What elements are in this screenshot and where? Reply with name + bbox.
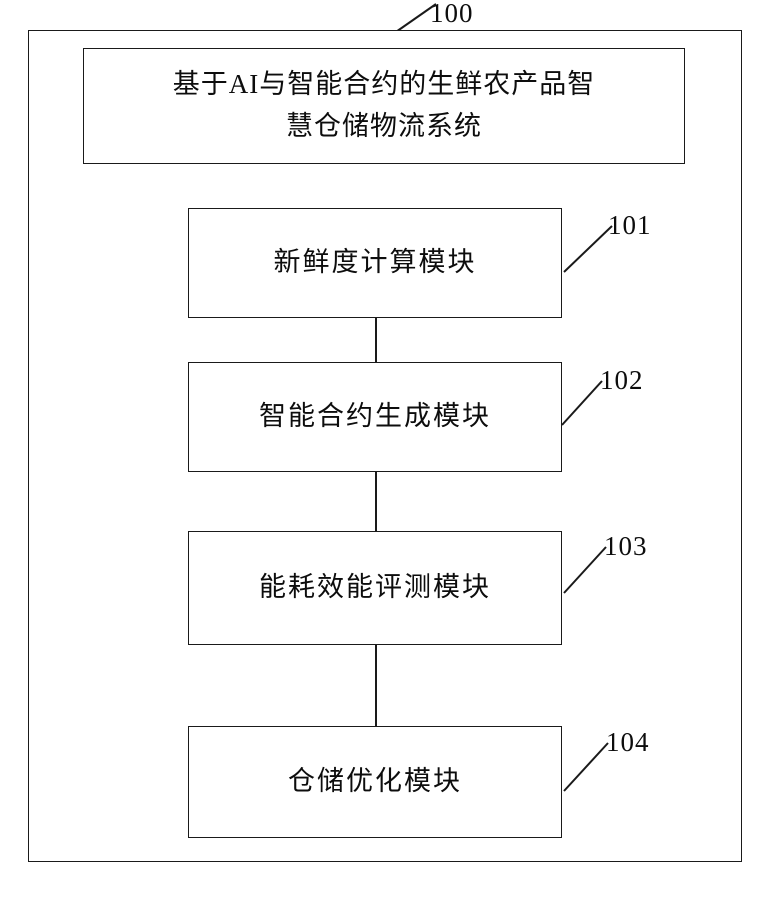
module-box-101: 新鲜度计算模块 bbox=[188, 208, 562, 318]
connector-101-to-102 bbox=[375, 318, 377, 362]
module-box-104: 仓储优化模块 bbox=[188, 726, 562, 838]
reference-numeral-102: 102 bbox=[600, 365, 644, 395]
reference-numeral-103: 103 bbox=[604, 531, 648, 561]
module-box-102: 智能合约生成模块 bbox=[188, 362, 562, 472]
system-title-text: 基于AI与智能合约的生鲜农产品智 慧仓储物流系统 bbox=[172, 69, 596, 141]
reference-numeral-100: 100 bbox=[430, 0, 474, 28]
module-103-label: 能耗效能评测模块 bbox=[259, 572, 491, 603]
module-101-label: 新鲜度计算模块 bbox=[273, 247, 477, 278]
module-102-label: 智能合约生成模块 bbox=[259, 401, 491, 432]
module-box-103: 能耗效能评测模块 bbox=[188, 531, 562, 645]
reference-numeral-104: 104 bbox=[606, 727, 650, 757]
system-title-box: 基于AI与智能合约的生鲜农产品智 慧仓储物流系统 bbox=[83, 48, 685, 164]
connector-103-to-104 bbox=[375, 645, 377, 726]
module-104-label: 仓储优化模块 bbox=[288, 766, 462, 797]
reference-numeral-101: 101 bbox=[608, 210, 652, 240]
connector-102-to-103 bbox=[375, 472, 377, 531]
